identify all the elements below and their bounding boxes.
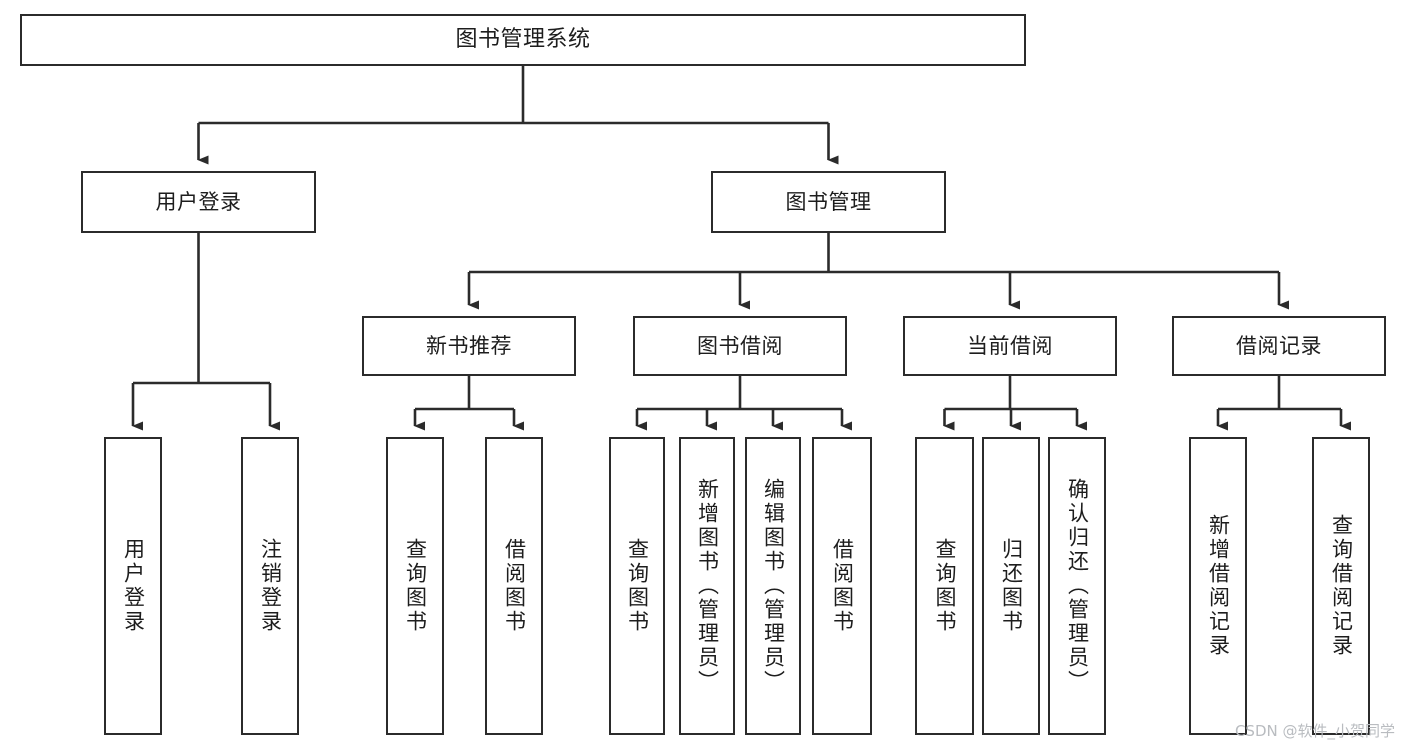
node-leaf-8[interactable]: 借阅图书 xyxy=(812,437,872,735)
node-leaf-1[interactable]: 用户登录 xyxy=(104,437,162,735)
node-label-leaf-11: 确认归还（管理员） xyxy=(1065,478,1090,694)
node-label-leaf-5: 查询图书 xyxy=(625,538,650,634)
node-label-leaf-13: 查询借阅记录 xyxy=(1329,514,1354,658)
node-book-borrow[interactable]: 图书借阅 xyxy=(633,316,847,376)
node-leaf-12[interactable]: 新增借阅记录 xyxy=(1189,437,1247,735)
node-root[interactable]: 图书管理系统 xyxy=(20,14,1026,66)
node-leaf-7[interactable]: 编辑图书（管理员） xyxy=(745,437,801,735)
node-label-leaf-1: 用户登录 xyxy=(121,538,146,634)
node-book-mgmt[interactable]: 图书管理 xyxy=(711,171,946,233)
node-leaf-6[interactable]: 新增图书（管理员） xyxy=(679,437,735,735)
node-cur-borrow[interactable]: 当前借阅 xyxy=(903,316,1117,376)
node-label-leaf-12: 新增借阅记录 xyxy=(1206,514,1231,658)
node-leaf-11[interactable]: 确认归还（管理员） xyxy=(1048,437,1106,735)
node-leaf-5[interactable]: 查询图书 xyxy=(609,437,665,735)
node-user-login[interactable]: 用户登录 xyxy=(81,171,316,233)
node-label-leaf-8: 借阅图书 xyxy=(830,538,855,634)
node-label-book-borrow: 图书借阅 xyxy=(697,333,783,358)
node-label-leaf-3: 查询图书 xyxy=(403,538,428,634)
node-label-leaf-6: 新增图书（管理员） xyxy=(695,478,720,694)
node-leaf-3[interactable]: 查询图书 xyxy=(386,437,444,735)
connector-group xyxy=(131,66,1351,431)
node-label-new-book-rec: 新书推荐 xyxy=(426,333,512,358)
node-leaf-9[interactable]: 查询图书 xyxy=(915,437,974,735)
node-label-book-mgmt: 图书管理 xyxy=(785,189,872,214)
node-label-leaf-9: 查询图书 xyxy=(933,538,958,634)
node-label-leaf-4: 借阅图书 xyxy=(502,538,527,634)
node-leaf-13[interactable]: 查询借阅记录 xyxy=(1312,437,1370,735)
node-leaf-10[interactable]: 归还图书 xyxy=(982,437,1040,735)
node-label-user-login: 用户登录 xyxy=(155,189,242,214)
node-leaf-2[interactable]: 注销登录 xyxy=(241,437,299,735)
node-label-leaf-10: 归还图书 xyxy=(999,538,1024,634)
node-label-borrow-log: 借阅记录 xyxy=(1236,333,1322,358)
node-label-leaf-2: 注销登录 xyxy=(258,538,283,634)
node-new-book-rec[interactable]: 新书推荐 xyxy=(362,316,576,376)
node-label-cur-borrow: 当前借阅 xyxy=(967,333,1053,358)
node-label-root: 图书管理系统 xyxy=(455,27,591,53)
node-label-leaf-7: 编辑图书（管理员） xyxy=(761,478,786,694)
node-borrow-log[interactable]: 借阅记录 xyxy=(1172,316,1386,376)
node-leaf-4[interactable]: 借阅图书 xyxy=(485,437,543,735)
